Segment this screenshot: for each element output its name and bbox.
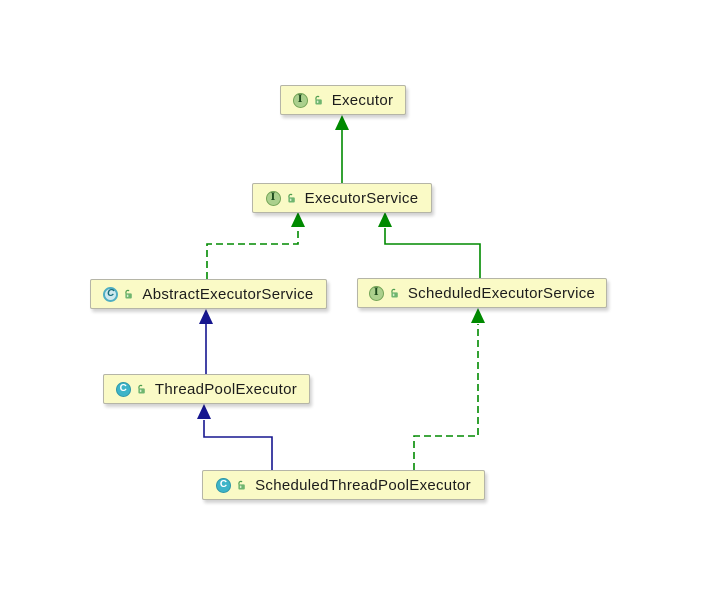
arrowhead [335, 115, 349, 130]
public-lock-icon [125, 289, 133, 299]
edge-scheduledthreadpoolexecutor-extends-threadpoolexecutor[interactable] [197, 404, 273, 470]
edge-scheduledthreadpoolexecutor-implements-scheduledexecutorservice[interactable] [413, 308, 485, 470]
node-executor[interactable]: I Executor [280, 85, 406, 115]
public-lock-icon [315, 95, 322, 105]
public-lock-icon [391, 288, 398, 298]
node-label: ScheduledThreadPoolExecutor [255, 476, 471, 494]
node-scheduled-executor-service[interactable]: I ScheduledExecutorService [357, 278, 607, 308]
node-label: ThreadPoolExecutor [154, 380, 298, 398]
interface-icon: I [368, 285, 384, 301]
node-label: AbstractExecutorService [142, 285, 314, 303]
arrowhead [197, 404, 211, 419]
class-icon: C [115, 381, 131, 397]
node-abstract-executor-service[interactable]: C AbstractExecutorService [90, 279, 327, 309]
node-label: ExecutorService [304, 189, 419, 207]
interface-icon: I [292, 92, 308, 108]
edge-threadpoolexecutor-extends-abstractexecutorservice[interactable] [199, 309, 213, 374]
arrowhead [471, 308, 485, 323]
abstract-class-icon: C [103, 286, 119, 302]
public-lock-icon [287, 193, 295, 203]
edge-executorservice-extends-executor[interactable] [335, 115, 349, 183]
node-thread-pool-executor[interactable]: C ThreadPoolExecutor [103, 374, 310, 404]
node-scheduled-thread-pool-executor[interactable]: C ScheduledThreadPoolExecutor [202, 470, 485, 500]
node-executor-service[interactable]: I ExecutorService [252, 183, 432, 213]
edge-scheduledexecutorservice-extends-executorservice[interactable] [378, 212, 481, 278]
public-lock-icon [138, 384, 145, 394]
interface-icon: I [265, 190, 281, 206]
arrowhead [378, 212, 392, 227]
arrowhead [291, 212, 305, 227]
class-icon: C [216, 477, 232, 493]
node-label: ScheduledExecutorService [407, 284, 596, 302]
node-label: Executor [331, 91, 394, 109]
public-lock-icon [238, 480, 245, 490]
arrowhead [199, 309, 213, 324]
edge-abstractexecutorservice-implements-executorservice[interactable] [206, 212, 305, 279]
